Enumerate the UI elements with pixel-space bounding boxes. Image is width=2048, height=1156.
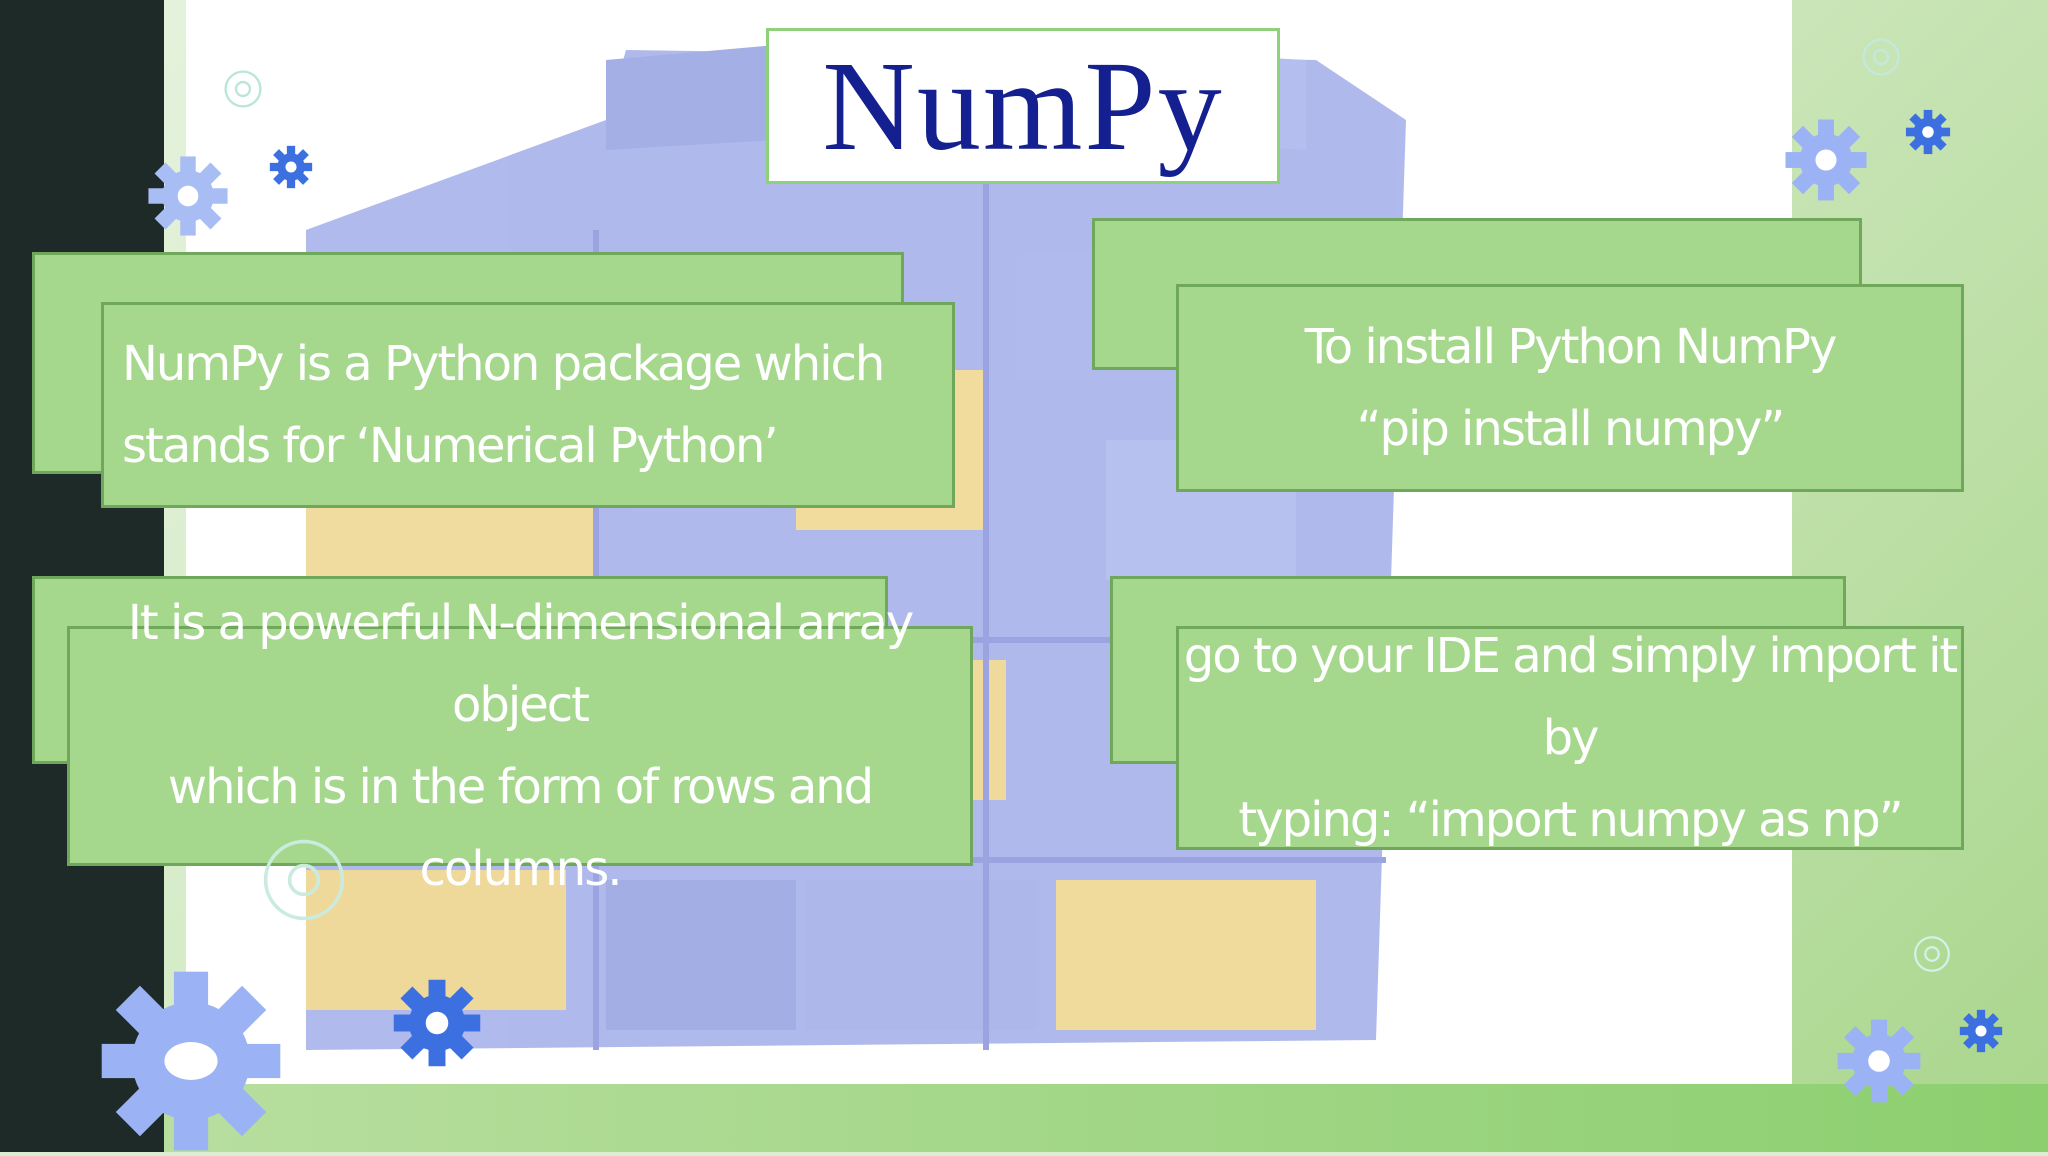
gear-icon [263, 839, 345, 921]
card-array: It is a powerful N-dimensional array obj… [67, 595, 973, 897]
card-import-text: go to your IDE and simply import it by t… [1183, 628, 1958, 848]
gear-icon [1862, 38, 1900, 76]
card-import: go to your IDE and simply import it by t… [1176, 626, 1964, 850]
gear-icon [1914, 936, 1950, 972]
bottom-band [164, 1084, 2048, 1152]
logo-text: NumPy [822, 35, 1224, 177]
gear-icon [1904, 108, 1952, 156]
gear-icon [268, 144, 314, 190]
card-install: To install Python NumPy “pip install num… [1176, 284, 1964, 492]
gear-icon [1782, 116, 1870, 204]
gear-icon [1958, 1008, 2004, 1054]
card-definition-text: NumPy is a Python package which stands f… [122, 336, 885, 474]
gear-icon [1834, 1016, 1924, 1106]
card-install-text: To install Python NumPy “pip install num… [1304, 319, 1838, 457]
gear-icon [96, 966, 286, 1156]
gear-icon [390, 976, 484, 1070]
gear-icon [224, 70, 262, 108]
gear-icon [145, 153, 231, 239]
card-definition: NumPy is a Python package which stands f… [101, 302, 955, 508]
card-array-text: It is a powerful N-dimensional array obj… [127, 595, 915, 897]
numpy-logo: NumPy [766, 28, 1280, 184]
